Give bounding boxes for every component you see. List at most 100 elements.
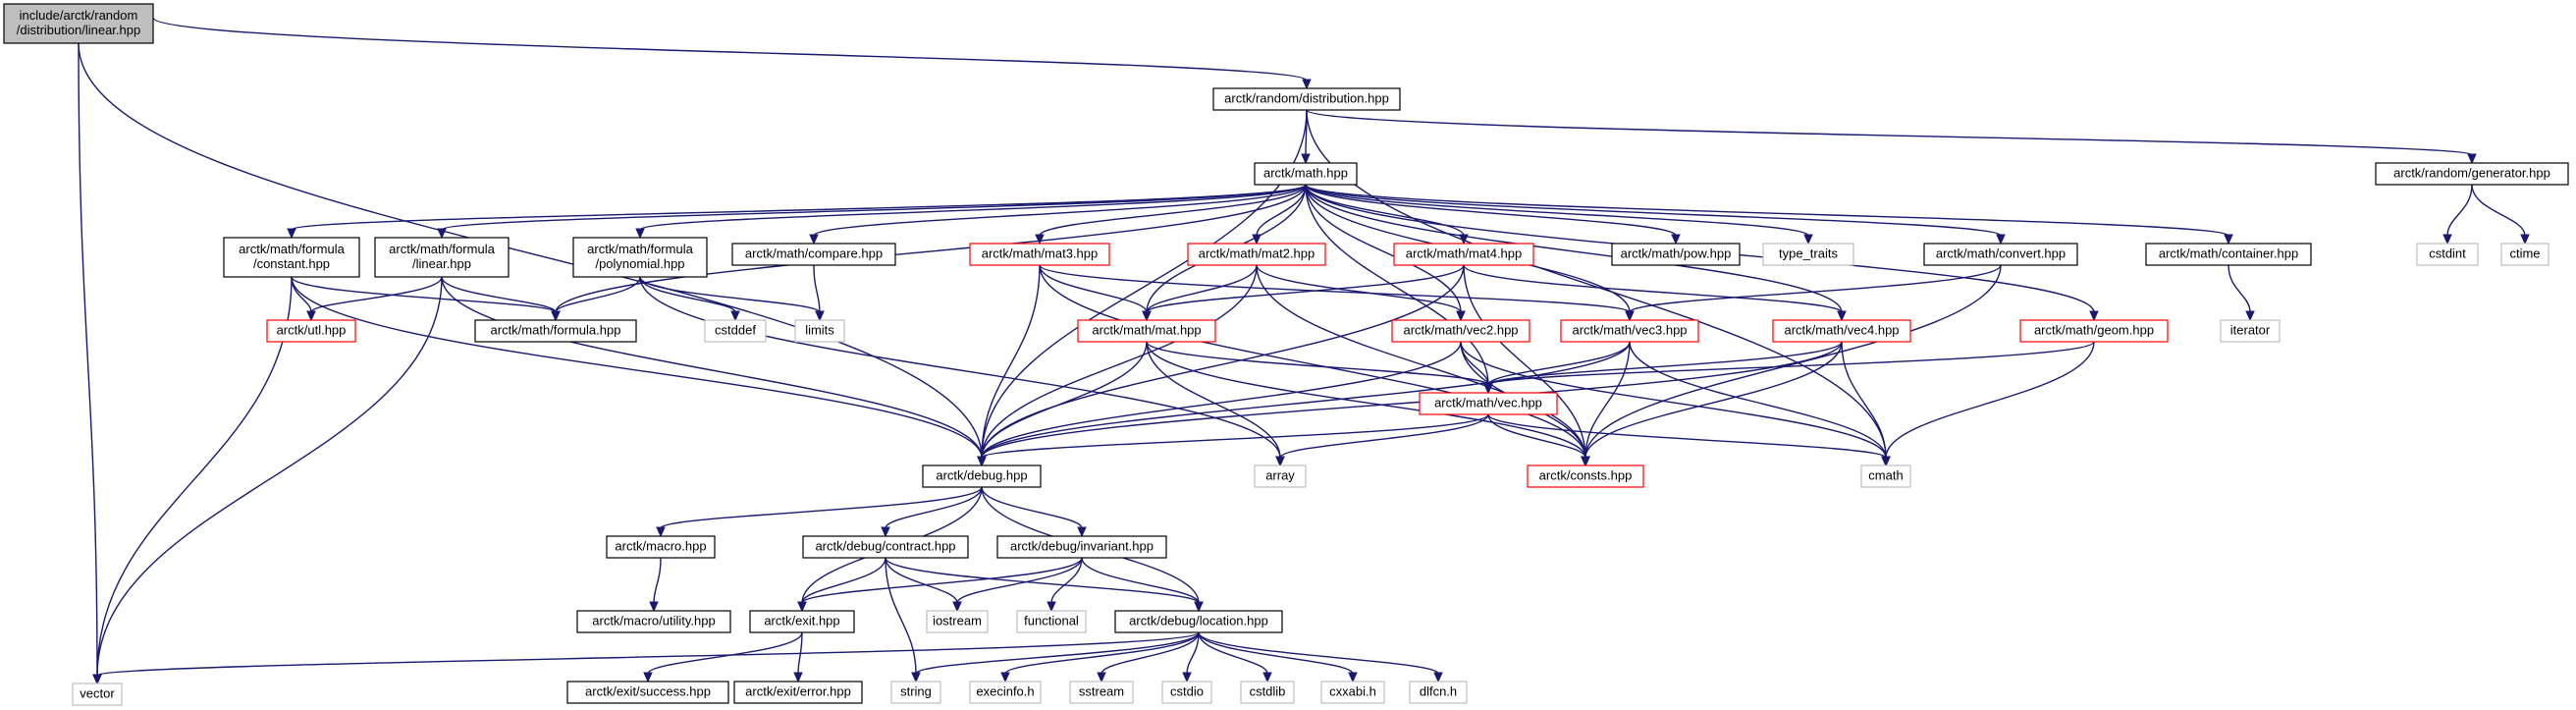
edge-vec-to-cmath [1487,413,1891,467]
edge-f_polynomial-to-array [639,276,1285,467]
node-formula[interactable]: arctk/math/formula.hpp [474,319,637,343]
node-iterator: iterator [2220,319,2281,343]
node-label: sstream [1079,684,1124,699]
edge-location-to-cstdlib [1198,631,1272,683]
edge-macro-to-macro_utility [649,557,662,613]
node-box [572,237,708,278]
node-vec4[interactable]: arctk/math/vec4.hpp [1772,319,1911,343]
node-macro[interactable]: arctk/macro.hpp [606,535,716,559]
node-cstdio: cstdio [1161,681,1212,704]
node-label: arctk/utl.hpp [277,323,347,338]
edge-mat4-to-vec4 [1463,264,1847,322]
node-box [1527,464,1644,488]
node-convert[interactable]: arctk/math/convert.hpp [1923,243,2078,266]
node-f_constant[interactable]: arctk/math/formula/constant.hpp [223,237,360,278]
node-box [1254,162,1358,186]
node-label: arctk/math/geom.hpp [2034,323,2154,338]
node-compare[interactable]: arctk/math/compare.hpp [731,243,896,266]
node-label: include/arctk/random [20,8,138,23]
edge-math-to-f_linear [437,184,1307,240]
node-box [1860,464,1911,488]
edge-exit-to-exit_success [643,631,803,683]
edge-f_polynomial-to-formula [551,276,641,322]
edge-generator-to-cstdint [2442,184,2473,246]
node-distribution[interactable]: arctk/random/distribution.hpp [1212,87,1401,111]
node-mat3[interactable]: arctk/math/mat3.hpp [969,243,1110,266]
node-location[interactable]: arctk/debug/location.hpp [1114,610,1283,633]
node-box [794,319,845,343]
node-consts[interactable]: arctk/consts.hpp [1527,464,1644,488]
node-box [802,535,969,559]
node-label: arctk/math.hpp [1263,166,1348,181]
node-label: arctk/exit.hpp [764,614,839,628]
edge-mat2-to-vec2 [1256,264,1466,322]
node-contract[interactable]: arctk/debug/contract.hpp [802,535,969,559]
node-pow[interactable]: arctk/math/pow.hpp [1611,243,1741,266]
node-box [1393,243,1534,266]
node-mat[interactable]: arctk/math/mat.hpp [1077,319,1216,343]
node-mat2[interactable]: arctk/math/mat2.hpp [1187,243,1326,266]
node-utl[interactable]: arctk/utl.hpp [266,319,356,343]
node-box [1560,319,1699,343]
node-macro_utility[interactable]: arctk/macro/utility.hpp [576,610,731,633]
edge-location-to-vector [92,631,1200,685]
edge-math-to-compare [809,184,1307,246]
node-label: /distribution/linear.hpp [17,23,140,37]
edge-location-to-dlfcn [1198,631,1443,683]
edge-root-to-vector [78,42,102,685]
node-string: string [890,681,941,704]
edge-vec4-to-vec [1483,341,1843,395]
node-exit[interactable]: arctk/exit.hpp [749,610,855,633]
edge-location-to-string [911,631,1200,683]
node-exit_success[interactable]: arctk/exit/success.hpp [566,681,729,704]
node-box [749,610,855,633]
edge-exit-to-exit_error [793,631,803,683]
node-box [922,464,1042,488]
node-label: arctk/macro/utility.hpp [592,614,715,628]
node-invariant[interactable]: arctk/debug/invariant.hpp [996,535,1167,559]
node-box [1161,681,1212,704]
edge-debug-to-contract [881,486,983,538]
node-exit_error[interactable]: arctk/exit/error.hpp [733,681,863,704]
node-vec3[interactable]: arctk/math/vec3.hpp [1560,319,1699,343]
node-label: execinfo.h [976,684,1034,699]
node-sstream: sstream [1069,681,1134,704]
edge-f_constant-to-vector [92,276,293,685]
edge-mat2-to-mat [1142,264,1258,322]
node-box [2220,319,2281,343]
node-debug[interactable]: arctk/debug.hpp [922,464,1042,488]
edge-generator-to-ctime [2471,184,2530,246]
edge-vec-to-consts [1487,413,1590,467]
node-geom[interactable]: arctk/math/geom.hpp [2019,319,2169,343]
node-label: iostream [933,614,982,628]
node-box [1419,392,1558,415]
node-label: functional [1024,614,1079,628]
node-math[interactable]: arctk/math.hpp [1254,162,1358,186]
node-label: arctk/exit/success.hpp [585,684,711,699]
node-box [996,535,1167,559]
edge-math-to-mat3 [1035,184,1307,246]
node-root[interactable]: include/arctk/random/distribution/linear… [3,3,154,44]
node-container[interactable]: arctk/math/container.hpp [2145,243,2312,266]
node-box [2145,243,2312,266]
node-box [704,319,767,343]
node-label: arctk/debug/contract.hpp [815,539,955,554]
node-label: arctk/math/compare.hpp [745,246,883,261]
node-label: arctk/math/formula.hpp [491,323,621,338]
node-generator[interactable]: arctk/random/generator.hpp [2375,162,2569,186]
node-vec[interactable]: arctk/math/vec.hpp [1419,392,1558,415]
node-mat4[interactable]: arctk/math/mat4.hpp [1393,243,1534,266]
node-label: arctk/random/generator.hpp [2393,166,2550,181]
node-vec2[interactable]: arctk/math/vec2.hpp [1391,319,1530,343]
node-box [969,243,1110,266]
node-label: arctk/math/mat3.hpp [982,246,1099,261]
node-box [1212,87,1401,111]
node-label: /linear.hpp [412,256,471,271]
node-vector: vector [72,683,123,706]
node-box [1114,610,1283,633]
edge-convert-to-consts [1581,264,2002,467]
node-f_linear[interactable]: arctk/math/formula/linear.hpp [374,237,510,278]
node-f_polynomial[interactable]: arctk/math/formula/polynomial.hpp [572,237,708,278]
edge-location-to-sstream [1097,631,1200,683]
node-box [890,681,941,704]
